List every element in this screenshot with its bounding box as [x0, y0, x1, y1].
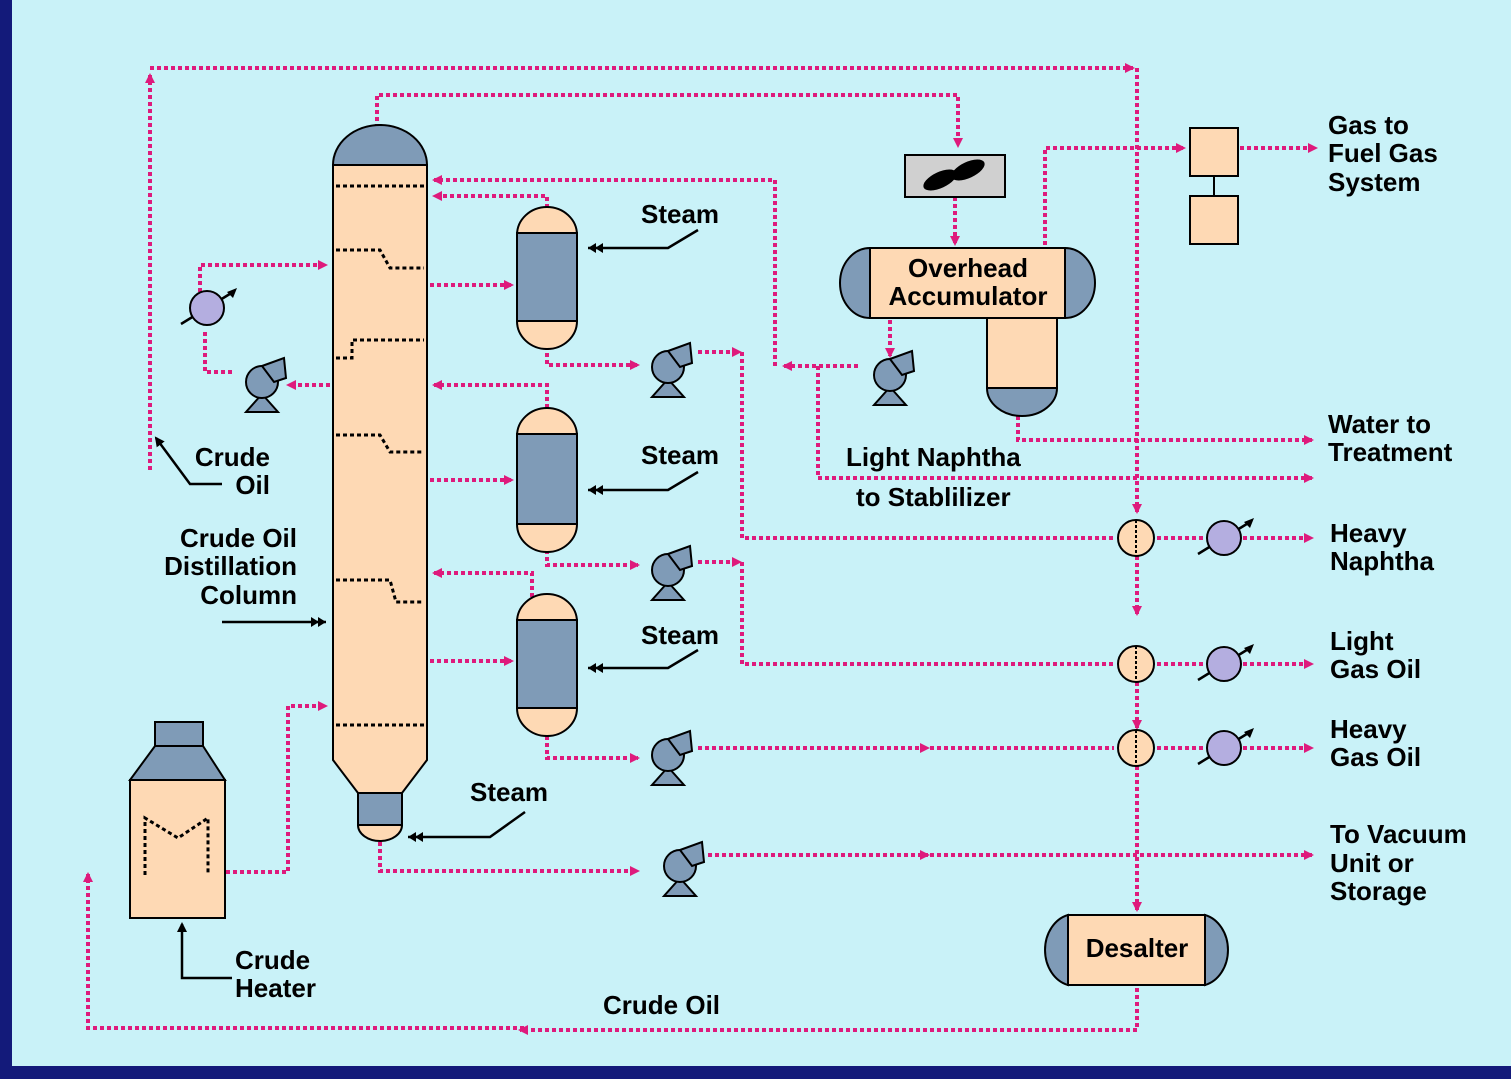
- light-naphtha-label-2: to Stablilizer: [856, 482, 1011, 512]
- heavy-naphtha-label-1: Heavy: [1330, 518, 1407, 548]
- heavy-gas-oil-label-2: Gas Oil: [1330, 742, 1421, 772]
- crude-oil-feed-label-2: Oil: [235, 470, 270, 500]
- text-labels: Gas to Fuel Gas System Steam Steam Steam…: [164, 110, 1467, 1020]
- steam-label-3: Steam: [641, 620, 719, 650]
- column-label-3: Column: [200, 580, 297, 610]
- control-valve-icon: [1117, 729, 1155, 767]
- gas-to-fuel-label-3: System: [1328, 167, 1421, 197]
- control-valve-icon: [1117, 645, 1155, 683]
- heavy-naphtha-label-2: Naphtha: [1330, 546, 1435, 576]
- overhead-accumulator: [839, 246, 1096, 417]
- steam-label-bottom: Steam: [470, 777, 548, 807]
- side-stripper-3: [515, 593, 579, 737]
- light-gas-oil-label-1: Light: [1330, 626, 1394, 656]
- column-label-1: Crude Oil: [180, 523, 297, 553]
- flow-lines: [83, 63, 1318, 1035]
- crude-heater: [128, 721, 227, 919]
- crude-oil-bottom-label: Crude Oil: [603, 990, 720, 1020]
- to-vacuum-label-2: Unit or: [1330, 848, 1414, 878]
- diagram-background: [12, 0, 1511, 1066]
- water-to-treatment-label-2: Treatment: [1328, 437, 1453, 467]
- air-cooler-fan-icon: [904, 154, 1006, 198]
- heavy-gas-oil-label-1: Heavy: [1330, 714, 1407, 744]
- gas-knockout-drums: [1189, 127, 1239, 245]
- desalter: [1044, 913, 1229, 987]
- to-vacuum-label-1: To Vacuum: [1330, 819, 1467, 849]
- overhead-accumulator-label-2: Accumulator: [889, 281, 1048, 311]
- desalter-label: Desalter: [1086, 933, 1189, 963]
- crude-oil-feed-label-1: Crude: [195, 442, 270, 472]
- light-gas-oil-label-2: Gas Oil: [1330, 654, 1421, 684]
- steam-label-2: Steam: [641, 440, 719, 470]
- side-stripper-1: [515, 206, 579, 350]
- label-pointers: [154, 228, 699, 980]
- gas-to-fuel-label-1: Gas to: [1328, 110, 1409, 140]
- side-stripper-2: [515, 407, 579, 553]
- steam-label-1: Steam: [641, 199, 719, 229]
- crude-heater-label-1: Crude: [235, 945, 310, 975]
- distillation-column: [331, 124, 429, 842]
- light-naphtha-label-1: Light Naphtha: [846, 442, 1021, 472]
- gas-to-fuel-label-2: Fuel Gas: [1328, 138, 1438, 168]
- overhead-accumulator-label-1: Overhead: [908, 253, 1028, 283]
- to-vacuum-label-3: Storage: [1330, 876, 1427, 906]
- control-valve-icon: [1117, 519, 1155, 557]
- water-to-treatment-label-1: Water to: [1328, 409, 1431, 439]
- column-label-2: Distillation: [164, 551, 297, 581]
- crude-heater-label-2: Heater: [235, 973, 316, 1003]
